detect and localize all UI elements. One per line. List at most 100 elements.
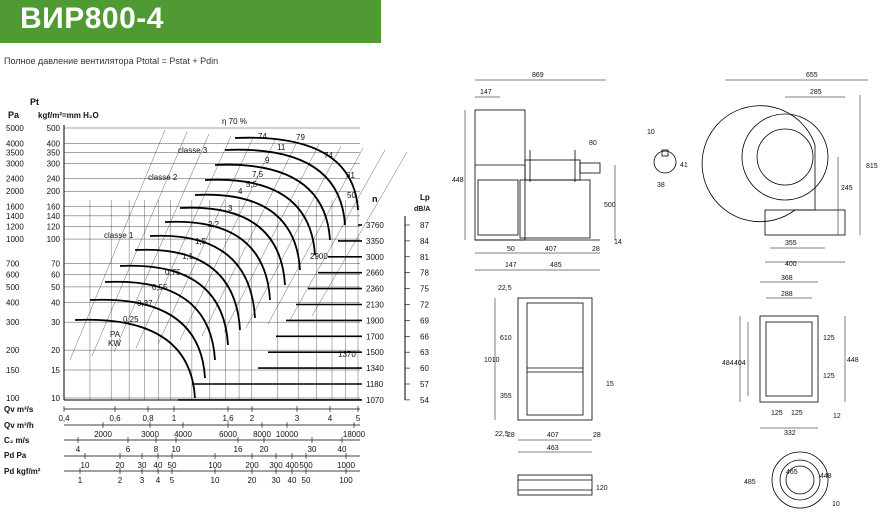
pa-tick: 1000	[6, 235, 24, 244]
scale-label: 50	[302, 476, 311, 485]
outlet-dim-28-left: 28	[507, 432, 515, 439]
rpm-value: 3350	[366, 237, 384, 246]
dim-147-top: 147	[480, 89, 492, 96]
front-dim-245: 245	[841, 185, 853, 192]
rpm-value: 1180	[366, 380, 384, 389]
rpm-value: 2660	[366, 269, 384, 278]
outlet-side-dim-120: 120	[596, 485, 608, 492]
pa-curve-label: PA	[110, 330, 121, 339]
outlet-dim-463: 463	[547, 445, 559, 452]
lp-value: 69	[420, 316, 429, 325]
scale-label: 4	[76, 445, 81, 454]
rpm-labels: 3760335030002660236021301900170015001340…	[366, 221, 384, 405]
outlet-dim-610: 610	[500, 335, 512, 342]
scale-label: 0,4	[58, 414, 70, 423]
lp-value: 66	[420, 332, 429, 341]
lp-value: 78	[420, 269, 429, 278]
kgf-tick: 350	[47, 149, 61, 158]
scale-label: 10	[81, 461, 90, 470]
pa-tick: 2000	[6, 187, 24, 196]
scale-label: 50	[168, 461, 177, 470]
inlet-round-dim-10: 10	[832, 501, 840, 508]
scale-label: 200	[245, 461, 259, 470]
scale-label: 30	[308, 445, 317, 454]
lp-header: Lp	[420, 193, 430, 202]
lp-value: 63	[420, 348, 429, 357]
diagonal-line	[69, 129, 166, 361]
power-label: 0,55	[152, 283, 168, 292]
rpm-value: 2130	[366, 301, 384, 310]
c2-label: C₂ m/s	[4, 436, 30, 445]
lp-value: 54	[420, 396, 429, 405]
kgf-tick: 100	[47, 235, 61, 244]
dim-407: 407	[545, 246, 557, 253]
lp-value: 57	[420, 380, 429, 389]
shaft-dim-41: 41	[680, 162, 688, 169]
power-label: 1,1	[182, 252, 194, 261]
lp-unit: dB/A	[414, 206, 430, 213]
scale-label: 40	[154, 461, 163, 470]
performance-curve	[164, 220, 271, 301]
kgf-tick: 120	[47, 222, 61, 231]
dim-869: 869	[532, 72, 544, 79]
scale-label: 2	[250, 414, 255, 423]
rpm-value: 1340	[366, 364, 384, 373]
kgf-tick: 40	[51, 298, 60, 307]
power-label: 0,75	[165, 268, 181, 277]
scale-label: 4	[328, 414, 333, 423]
scale-label: 5	[170, 476, 175, 485]
scale-label: 40	[288, 476, 297, 485]
efficiency-value: 61	[346, 171, 355, 180]
scale-label: 3	[140, 476, 145, 485]
pa-tick: 3500	[6, 149, 24, 158]
inlet-round-dim-448: 448	[820, 473, 832, 480]
scale-label: 1,6	[222, 414, 234, 423]
kgf-tick: 140	[47, 212, 61, 221]
performance-curve	[89, 298, 206, 379]
rpm-value: 3760	[366, 221, 384, 230]
pa-tick: 600	[6, 270, 20, 279]
inlet-flange-drawing	[739, 281, 846, 509]
kgf-label: kgf/m²=mm H₂O	[38, 111, 99, 120]
scale-label: 16	[234, 445, 243, 454]
power-label: 7,5	[252, 170, 264, 179]
performance-curve	[194, 193, 301, 271]
outlet-flange-drawing	[494, 297, 593, 496]
pa-tick: 1600	[6, 203, 24, 212]
page-title: ВИР800-4	[20, 2, 164, 35]
shaft-dim-10: 10	[647, 129, 655, 136]
scale-label: 2	[118, 476, 123, 485]
pa-tick: 2400	[6, 175, 24, 184]
front-dim-655: 655	[806, 72, 818, 79]
pa-tick: 300	[6, 318, 20, 327]
inlet-dim-125-a: 125	[823, 335, 835, 342]
class-label-2: classe 2	[148, 173, 178, 182]
power-label: 9	[265, 156, 270, 165]
power-label: 2,2	[208, 220, 220, 229]
performance-curve	[214, 163, 331, 241]
diagonal-line	[135, 135, 232, 349]
inlet-dim-332: 332	[784, 430, 796, 437]
pa-tick-labels: 5000400035003000240020001600140012001000…	[6, 124, 24, 403]
scale-label: 100	[339, 476, 353, 485]
pa-tick: 1400	[6, 212, 24, 221]
kgf-tick: 160	[47, 203, 61, 212]
rpm-value: 1700	[366, 332, 384, 341]
scale-label: 4	[156, 476, 161, 485]
performance-curve	[74, 318, 196, 399]
dim-500: 500	[604, 202, 616, 209]
scale-label: 8	[154, 445, 159, 454]
scale-label: 6	[126, 445, 131, 454]
dim-28: 28	[592, 246, 600, 253]
page-subtitle: Полное давление вентилятора Ptotal = Pst…	[4, 56, 219, 66]
front-dim-285: 285	[810, 89, 822, 96]
inlet-dim-125-d: 125	[791, 410, 803, 417]
outlet-dim-15: 15	[606, 381, 614, 388]
performance-curve	[134, 248, 241, 331]
kgf-tick: 50	[51, 283, 60, 292]
kgf-tick: 20	[51, 346, 60, 355]
